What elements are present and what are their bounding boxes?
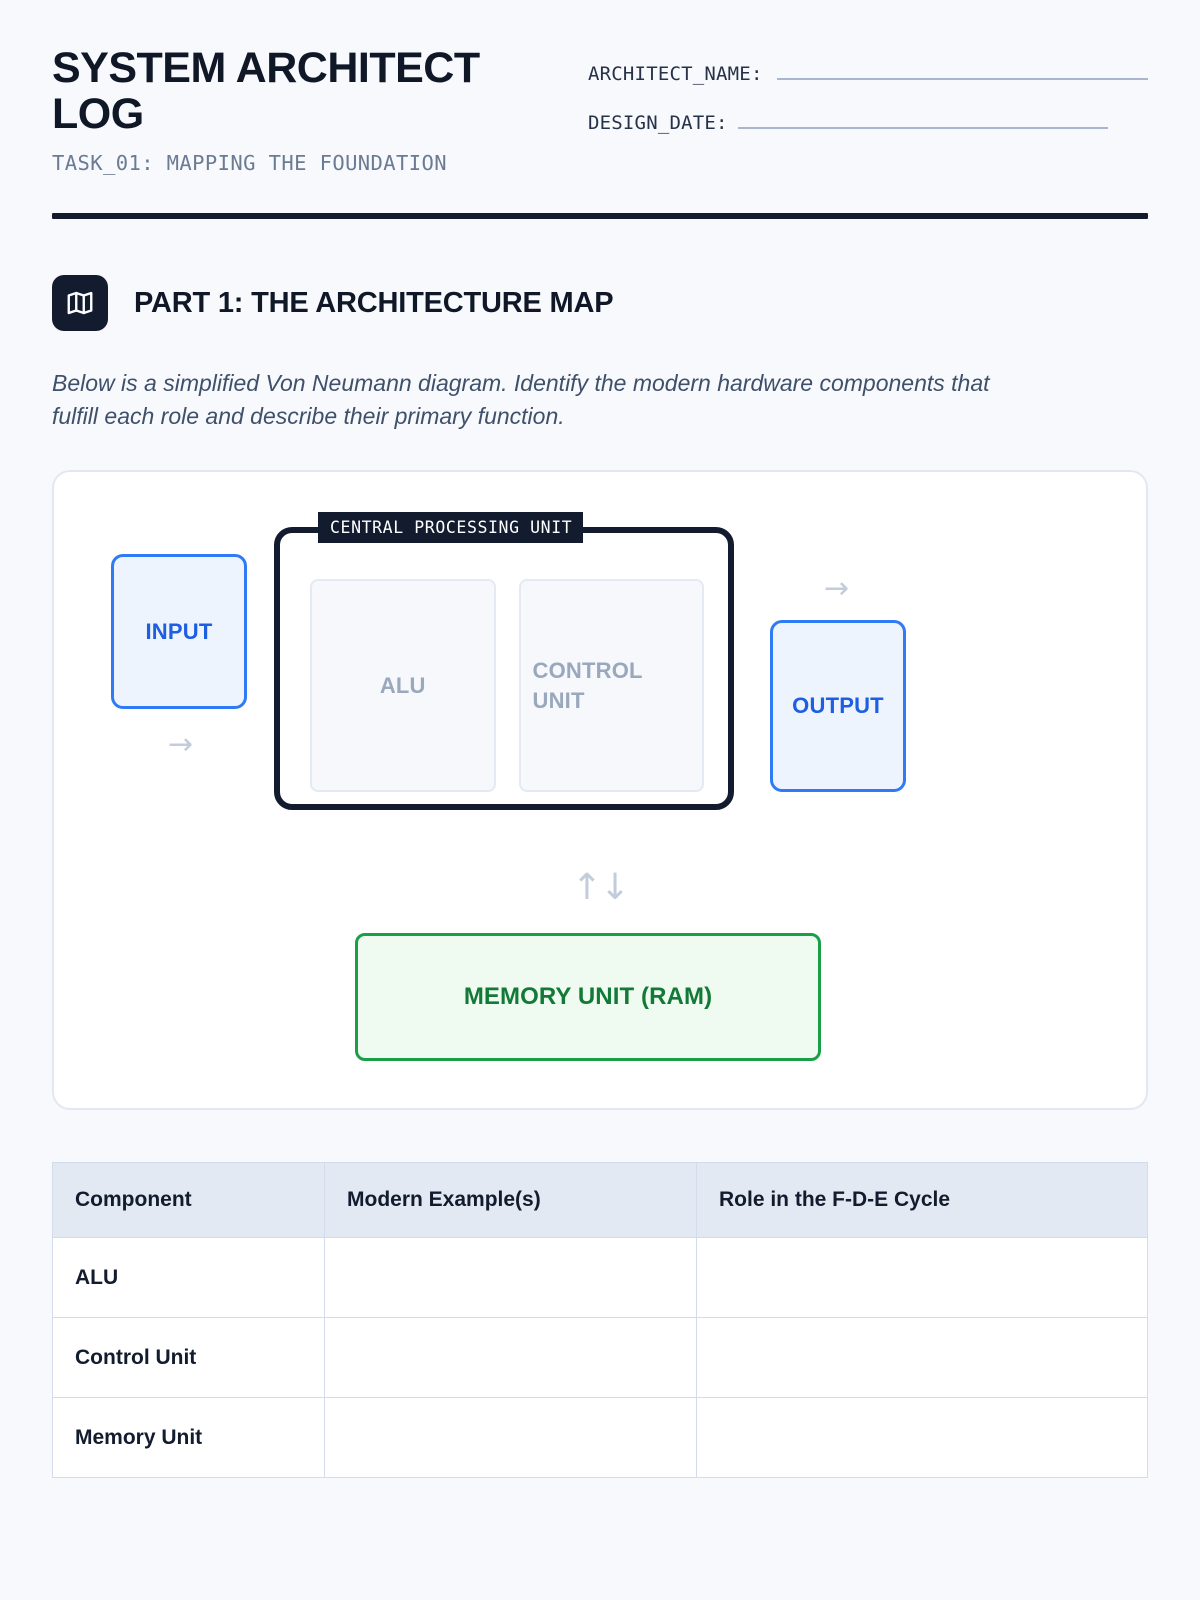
column-header-role: Role in the F-D-E Cycle xyxy=(696,1162,1148,1239)
column-header-modern-example: Modern Example(s) xyxy=(324,1162,697,1239)
page-header: SYSTEM ARCHITECT LOG TASK_01: MAPPING TH… xyxy=(52,0,1148,175)
design-date-label: DESIGN_DATE: xyxy=(588,112,728,134)
architect-name-input[interactable] xyxy=(776,58,1148,80)
table-row: Control Unit xyxy=(52,1317,1148,1399)
input-block: INPUT xyxy=(111,554,247,710)
page-subtitle: TASK_01: MAPPING THE FOUNDATION xyxy=(52,151,448,176)
section-title: PART 1: THE ARCHITECTURE MAP xyxy=(134,286,614,319)
header-left: SYSTEM ARCHITECT LOG TASK_01: MAPPING TH… xyxy=(52,44,572,176)
output-block: OUTPUT xyxy=(770,620,906,793)
cell-modern-example[interactable] xyxy=(324,1317,697,1399)
design-date-field: DESIGN_DATE: xyxy=(588,107,1148,134)
architect-name-field: ARCHITECT_NAME: xyxy=(588,58,1148,85)
input-label: INPUT xyxy=(145,618,213,644)
cell-role[interactable] xyxy=(696,1237,1148,1319)
cell-component: Memory Unit xyxy=(52,1397,325,1479)
cell-role[interactable] xyxy=(696,1397,1148,1479)
table-body: ALU Control Unit Memory Unit xyxy=(52,1237,1148,1479)
table-row: Memory Unit xyxy=(52,1397,1148,1479)
cpu-label: CENTRAL PROCESSING UNIT xyxy=(318,512,584,544)
header-meta-fields: ARCHITECT_NAME: DESIGN_DATE: xyxy=(588,46,1148,156)
header-divider xyxy=(52,213,1148,220)
map-icon xyxy=(52,275,108,332)
section-header: PART 1: THE ARCHITECTURE MAP xyxy=(52,275,1148,332)
arrow-right-icon-output: → xyxy=(824,571,850,607)
cell-modern-example[interactable] xyxy=(324,1397,697,1479)
table-header-row: Component Modern Example(s) Role in the … xyxy=(52,1162,1148,1239)
architect-name-label: ARCHITECT_NAME: xyxy=(588,63,763,85)
component-table: Component Modern Example(s) Role in the … xyxy=(52,1162,1148,1479)
cpu-inner-units: ALU CONTROL UNIT xyxy=(310,579,704,793)
cell-modern-example[interactable] xyxy=(324,1237,697,1319)
control-unit-label: CONTROL UNIT xyxy=(532,658,643,713)
table-row: ALU xyxy=(52,1237,1148,1319)
output-label: OUTPUT xyxy=(792,693,884,719)
page-title: SYSTEM ARCHITECT LOG xyxy=(52,44,480,138)
cell-role[interactable] xyxy=(696,1317,1148,1399)
cell-component: ALU xyxy=(52,1237,325,1319)
column-header-component: Component xyxy=(52,1162,325,1239)
memory-label: MEMORY UNIT (RAM) xyxy=(463,983,713,1011)
memory-block: MEMORY UNIT (RAM) xyxy=(355,933,821,1062)
diagram-top-row: INPUT → CENTRAL PROCESSING UNIT ALU CONT… xyxy=(54,472,1146,832)
cpu-block: CENTRAL PROCESSING UNIT ALU CONTROL UNIT xyxy=(274,512,734,811)
table-header: Component Modern Example(s) Role in the … xyxy=(52,1162,1148,1239)
alu-label: ALU xyxy=(379,672,426,698)
design-date-input[interactable] xyxy=(737,107,1108,129)
alu-block: ALU xyxy=(310,579,496,793)
von-neumann-diagram: INPUT → CENTRAL PROCESSING UNIT ALU CONT… xyxy=(52,470,1148,1111)
bidirectional-arrows-icon: ↑↓ xyxy=(571,867,630,909)
section-description: Below is a simplified Von Neumann diagra… xyxy=(52,370,990,429)
cell-component: Control Unit xyxy=(52,1317,325,1399)
control-unit-block: CONTROL UNIT xyxy=(518,579,704,793)
arrow-right-icon-input: → xyxy=(168,727,194,763)
